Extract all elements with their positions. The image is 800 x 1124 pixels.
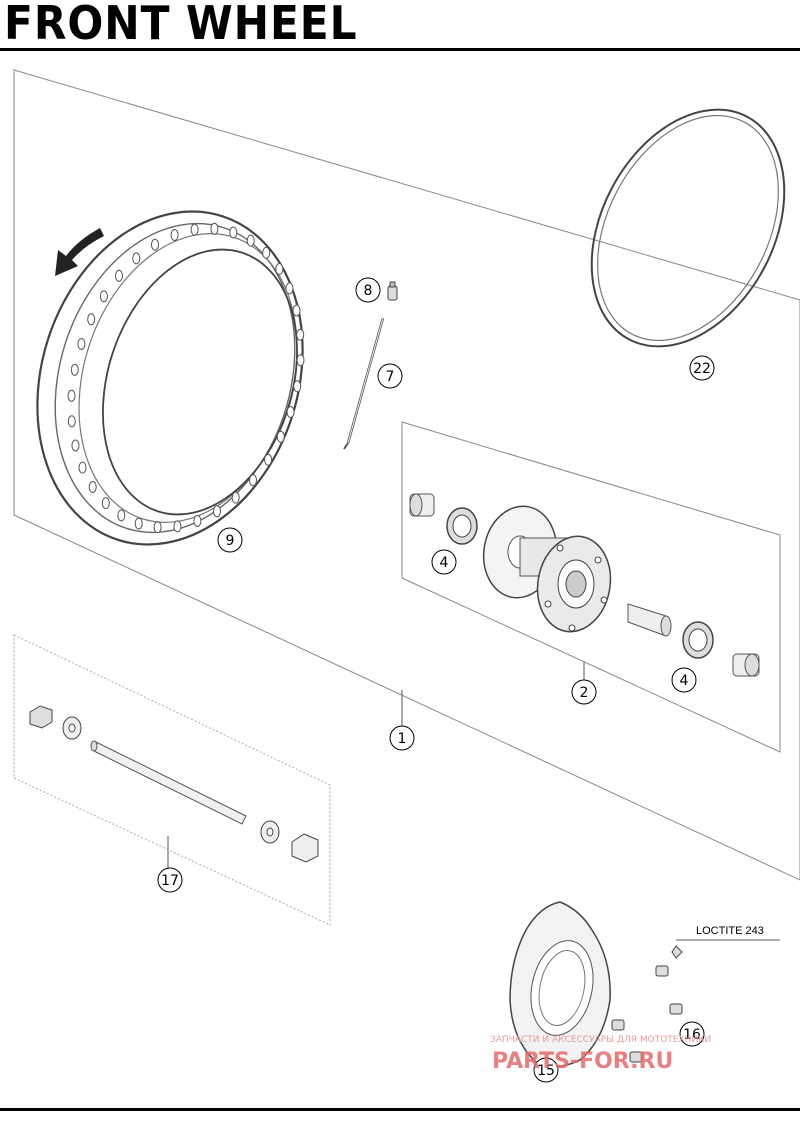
rim-tape-part — [590, 108, 786, 348]
rim-spoke-hole — [296, 328, 305, 341]
title-rule — [0, 48, 800, 51]
rim-spoke-hole — [292, 304, 301, 317]
spoke-nipple-part — [387, 281, 398, 301]
rim-spoke-hole — [87, 313, 96, 326]
rim-spoke-hole — [286, 406, 295, 418]
callout-22: 22 — [689, 355, 715, 381]
spacer-left-part — [409, 493, 435, 517]
axle-nut-part — [29, 705, 53, 729]
callout-16: 16 — [679, 1021, 705, 1047]
rim-spoke-hole — [71, 439, 80, 452]
callout-4-left: 4 — [431, 549, 457, 575]
axle-clamp-nut-part — [291, 833, 319, 863]
svg-text:1: 1 — [398, 731, 407, 747]
hub-part — [482, 505, 612, 633]
svg-text:4: 4 — [680, 673, 689, 689]
rim-spoke-hole — [296, 354, 305, 367]
rotation-arrow-icon — [55, 228, 104, 276]
svg-text:17: 17 — [161, 873, 179, 889]
spoke-part — [343, 317, 385, 450]
callout-7: 7 — [377, 363, 403, 389]
rim-spoke-hole — [67, 415, 76, 428]
watermark-logo: PARTS-FOR.RU — [492, 1049, 673, 1074]
axle-washer-left-part — [62, 716, 82, 740]
bearing-right-part — [682, 621, 714, 659]
rim-spoke-holes — [67, 222, 305, 534]
rim-spoke-hole — [170, 229, 179, 241]
rim-spoke-hole — [231, 491, 240, 504]
rim-spoke-hole — [210, 222, 219, 235]
rim-spoke-hole — [134, 517, 143, 530]
rim-spoke-hole — [99, 290, 108, 303]
rim-spoke-hole — [193, 515, 202, 527]
rim-spoke-hole — [132, 252, 141, 265]
rim-spoke-hole — [262, 246, 271, 259]
svg-text:7: 7 — [386, 369, 395, 385]
callout-2: 2 — [571, 679, 597, 705]
spacer-right-part — [732, 653, 760, 677]
rim-spoke-hole — [88, 481, 97, 493]
brake-disc-part — [509, 901, 611, 1068]
axle-part — [90, 740, 247, 825]
loctite-note: LOCTITE 243 — [696, 925, 764, 937]
svg-text:9: 9 — [226, 533, 235, 549]
rim-spoke-hole — [276, 430, 285, 443]
callout-9: 9 — [217, 527, 243, 553]
rim-spoke-hole — [249, 474, 257, 487]
axle-washer-right-part — [260, 820, 280, 844]
svg-text:15: 15 — [537, 1063, 555, 1079]
bottom-rule — [0, 1108, 800, 1111]
watermark-tagline: ЗАПЧАСТИ И АКСЕССУАРЫ ДЛЯ МОТОТЕХНИКИ — [490, 1035, 711, 1045]
rim-spoke-hole — [117, 509, 126, 522]
distance-sleeve-part — [627, 603, 672, 637]
rim-spoke-hole — [213, 505, 221, 518]
rim-spoke-hole — [67, 389, 76, 402]
rim-spoke-hole — [115, 269, 123, 282]
rim-spoke-hole — [173, 520, 182, 533]
rim-part — [36, 210, 305, 546]
rim-spoke-hole — [246, 234, 255, 247]
rim-spoke-hole — [77, 338, 86, 350]
rim-spoke-hole — [78, 461, 87, 474]
svg-text:8: 8 — [364, 283, 373, 299]
svg-text:16: 16 — [683, 1027, 701, 1043]
rim-spoke-hole — [293, 380, 302, 393]
callout-17: 17 — [157, 867, 183, 893]
bearing-left-part — [446, 507, 478, 545]
axle-assembly-frame — [13, 634, 331, 926]
callout-1: 1 — [389, 725, 415, 751]
page-title: FRONT WHEEL — [4, 0, 358, 50]
callout-8: 8 — [355, 277, 381, 303]
callout-15: 15 — [533, 1057, 559, 1083]
rim-spoke-hole — [264, 453, 273, 466]
rim-spoke-hole — [153, 521, 162, 534]
disc-screw-parts — [611, 945, 683, 1063]
svg-text:4: 4 — [440, 555, 449, 571]
wheel-assembly-frame — [13, 69, 800, 881]
rim-spoke-hole — [101, 497, 110, 510]
rim-spoke-hole — [275, 263, 284, 275]
hub-assembly-frame — [401, 421, 781, 753]
callout-4-right: 4 — [671, 667, 697, 693]
rim-spoke-hole — [70, 363, 79, 376]
rim-spoke-hole — [229, 226, 238, 239]
rim-spoke-hole — [285, 282, 294, 295]
rim-spoke-hole — [151, 238, 159, 251]
svg-text:2: 2 — [580, 685, 589, 701]
rim-spoke-hole — [190, 223, 199, 236]
svg-text:22: 22 — [693, 361, 711, 377]
